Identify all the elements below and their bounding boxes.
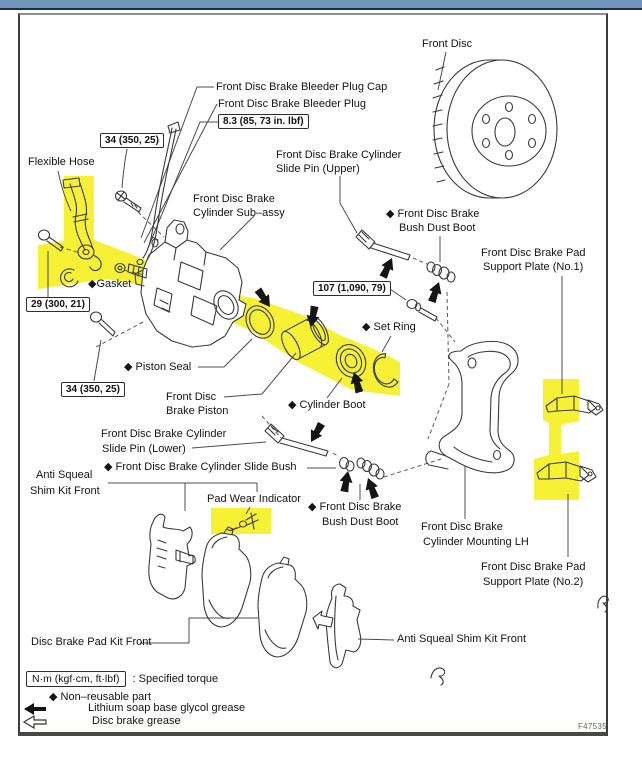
label-anti-squeal-left-2: Shim Kit Front xyxy=(30,485,100,497)
label-cylinder-subassy-2: Cylinder Sub–assy xyxy=(193,207,285,219)
hose-bolt-drawing xyxy=(37,229,64,252)
disc-brake-grease-arrow-icon xyxy=(23,715,47,729)
label-bush-boot-lower-1: ◆ Front Disc Brake xyxy=(308,501,402,513)
window-top-bar xyxy=(0,0,642,10)
brake-pad-outer-drawing xyxy=(257,556,308,658)
torque-box-bleeder: 8.3 (85, 73 in. lbf) xyxy=(218,114,309,129)
caliper-sub-assy-drawing xyxy=(134,219,247,348)
mounting-bolt-drawing xyxy=(406,298,438,322)
label-support-plate1-2: Support Plate (No.1) xyxy=(483,261,584,273)
front-disc-drawing xyxy=(432,59,558,199)
set-ring-drawing xyxy=(372,353,399,388)
label-cylinder-subassy-1: Front Disc Brake xyxy=(193,193,275,205)
label-cylinder-slide-bush: ◆ Front Disc Brake Cylinder Slide Bush xyxy=(104,461,297,473)
label-cylinder-mounting-2: Cylinder Mounting LH xyxy=(423,536,529,548)
cylinder-boot-drawing xyxy=(335,344,367,378)
slide-pin-lower-drawing xyxy=(264,423,329,457)
label-cylinder-mounting-1: Front Disc Brake xyxy=(421,521,503,533)
legend-lithium-grease: Lithium soap base glycol grease xyxy=(88,702,246,714)
label-anti-squeal-right: Anti Squeal Shim Kit Front xyxy=(397,633,527,645)
label-bush-boot-upper-2: Bush Dust Boot xyxy=(399,222,476,234)
gasket-drawing xyxy=(60,268,79,288)
union-fitting-drawing xyxy=(114,262,148,279)
torque-box-union-upper: 34 (350, 25) xyxy=(100,133,164,148)
label-anti-squeal-left-1: Anti Squeal xyxy=(36,469,93,481)
support-plate-no1-drawing xyxy=(545,395,604,416)
bush-dust-boot-lower-drawing xyxy=(356,457,385,480)
label-bleeder-plug-cap: Front Disc Brake Bleeder Plug Cap xyxy=(216,81,388,93)
brake-pipe-drawing xyxy=(136,121,181,266)
label-piston-seal: ◆ Piston Seal xyxy=(124,361,192,373)
torque-box-hose: 29 (300, 21) xyxy=(26,297,90,312)
label-gasket: ◆Gasket xyxy=(88,278,132,290)
label-bush-boot-upper-1: ◆ Front Disc Brake xyxy=(386,208,480,220)
flexible-hose-drawing xyxy=(62,177,102,272)
label-brake-piston-2: Brake Piston xyxy=(166,405,229,417)
anti-squeal-shim1-drawing xyxy=(148,513,196,600)
legend-torque-unit-box: N·m (kgf·cm, ft·lbf) xyxy=(26,671,126,687)
piston-seal-drawing xyxy=(245,305,275,339)
pad-wear-indicator-drawing xyxy=(226,512,259,531)
torque-box-caliper-lower: 34 (350, 25) xyxy=(61,382,125,397)
legend-torque-row: N·m (kgf·cm, ft·lbf) : Specified torque xyxy=(26,671,218,687)
label-front-disc: Front Disc xyxy=(422,38,473,50)
union-bolt-upper-drawing xyxy=(114,190,142,213)
label-slide-pin-lower-2: Slide Pin (Lower) xyxy=(102,443,186,455)
label-support-plate2-1: Front Disc Brake Pad xyxy=(481,561,586,573)
label-slide-pin-upper-1: Front Disc Brake Cylinder xyxy=(276,149,402,161)
label-flexible-hose: Flexible Hose xyxy=(28,156,95,168)
legend-torque-desc: : Specified torque xyxy=(132,673,219,685)
legend-non-reusable-row: ◆ Non–reusable part xyxy=(49,691,152,703)
disc-grease-arrow-icon xyxy=(312,610,334,630)
label-disc-brake-pad-kit: Disc Brake Pad Kit Front xyxy=(31,636,152,648)
label-bleeder-plug: Front Disc Brake Bleeder Plug xyxy=(218,98,366,110)
caliper-bolt-lower-drawing xyxy=(89,311,116,337)
lithium-grease-arrow-icon xyxy=(24,703,46,715)
label-slide-pin-lower-1: Front Disc Brake Cylinder xyxy=(101,428,227,440)
label-slide-pin-upper-2: Slide Pin (Upper) xyxy=(276,163,360,175)
support-plate-no2-drawing xyxy=(536,461,609,613)
highlight-support-plates xyxy=(534,379,579,500)
label-cylinder-boot: ◆ Cylinder Boot xyxy=(288,399,366,411)
brake-pad-inner-drawing xyxy=(201,526,252,628)
slide-bush-drawing xyxy=(338,456,355,472)
figure-code: F47535 xyxy=(578,722,607,731)
label-support-plate1-1: Front Disc Brake Pad xyxy=(481,247,586,259)
legend-disc-brake-grease: Disc brake grease xyxy=(92,715,181,727)
bush-upper-drawing xyxy=(426,261,456,283)
label-brake-piston-1: Front Disc xyxy=(166,391,217,403)
cylinder-mounting-drawing xyxy=(425,340,519,474)
slide-pin-upper-drawing xyxy=(355,229,411,261)
label-pad-wear-indicator: Pad Wear Indicator xyxy=(207,493,301,505)
torque-box-mounting: 107 (1,090, 79) xyxy=(313,281,391,296)
label-set-ring: ◆ Set Ring xyxy=(362,321,416,333)
highlight-flexible-hose xyxy=(38,176,154,289)
label-bush-boot-lower-2: Bush Dust Boot xyxy=(322,516,399,528)
label-support-plate2-2: Support Plate (No.2) xyxy=(483,576,584,588)
